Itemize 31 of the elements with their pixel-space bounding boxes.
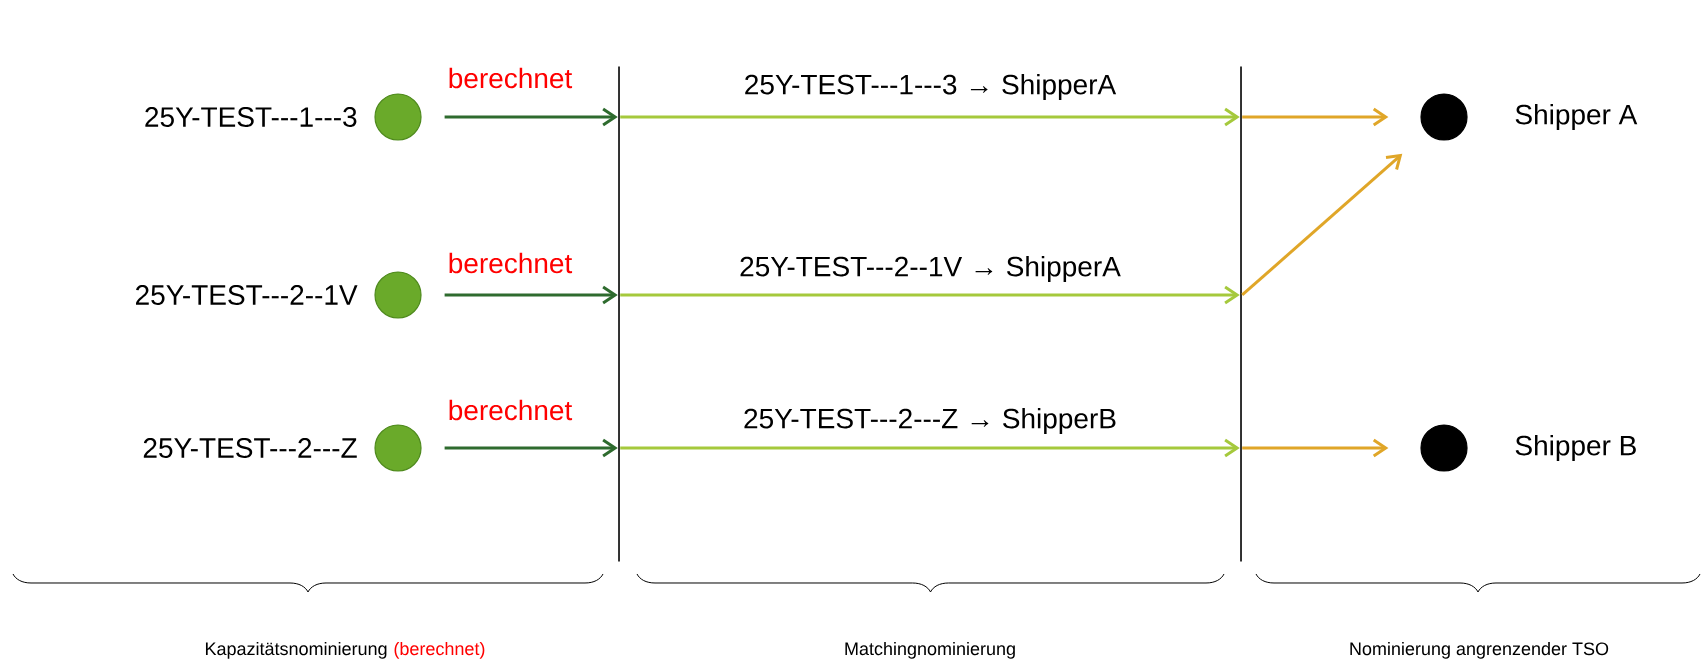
arrow	[620, 285, 1240, 305]
vertical-line	[618, 66, 620, 562]
edge-label: 25Y-TEST---2---Z → ShipperB	[741, 405, 1119, 437]
section-label: (berechnet)	[394, 641, 485, 659]
arrow	[1242, 107, 1389, 127]
section-label: Nominierung angrenzender TSO	[1350, 641, 1609, 659]
dot	[374, 271, 422, 319]
arrow	[444, 107, 618, 127]
edge-label: berechnet	[445, 397, 575, 423]
dot	[1420, 424, 1468, 472]
row-label: 25Y-TEST---2---Z	[143, 438, 357, 458]
arrow	[444, 438, 618, 458]
edge-label: 25Y-TEST---1---3 → ShipperA	[741, 71, 1119, 103]
arrow	[444, 285, 618, 305]
dot	[1420, 93, 1468, 141]
arrow	[1241, 153, 1403, 297]
row-label: Shipper B	[1515, 434, 1636, 462]
edge-label: berechnet	[445, 250, 575, 276]
section-label: Kapazitätsnominierung	[206, 641, 387, 659]
edge-label: berechnet	[445, 65, 575, 91]
row-label: 25Y-TEST---1---3	[145, 107, 357, 127]
edge-label: 25Y-TEST---2--1V → ShipperA	[737, 253, 1123, 285]
arrow	[1242, 438, 1389, 458]
row-label: 25Y-TEST---2--1V	[136, 285, 358, 305]
section-label: Matchingnominierung	[845, 641, 1015, 659]
arrow	[620, 438, 1240, 458]
dot	[374, 93, 422, 141]
arrow	[620, 107, 1240, 127]
dot	[374, 424, 422, 472]
vertical-line	[1240, 66, 1242, 562]
row-label: Shipper A	[1515, 103, 1638, 131]
